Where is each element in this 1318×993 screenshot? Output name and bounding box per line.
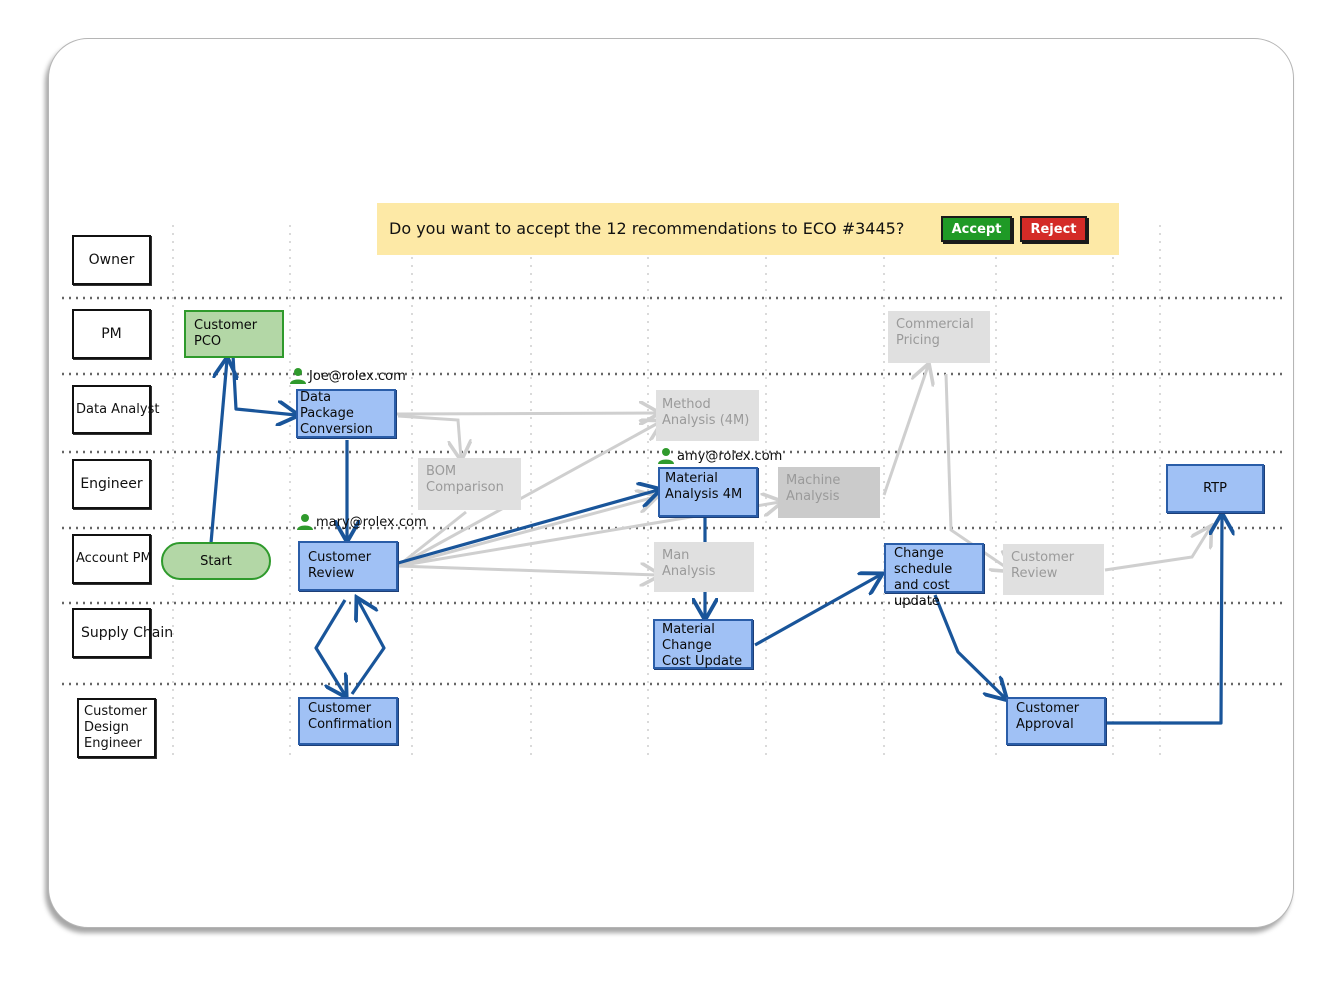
lane-dividers (62, 296, 1282, 686)
assignee-mary: mary@rolex.com (296, 513, 427, 531)
vertical-grid (172, 225, 1161, 755)
node-method-analysis[interactable]: Method Analysis (4M) (656, 390, 759, 441)
lane-supply-chain: Supply Chain (72, 608, 173, 658)
lane-owner: Owner (72, 235, 151, 285)
recommendation-banner: Do you want to accept the 12 recommendat… (377, 203, 1119, 255)
user-icon (658, 448, 674, 464)
user-icon (290, 368, 306, 384)
node-customer-review-2[interactable]: Customer Review (1003, 544, 1104, 595)
node-customer-confirmation[interactable]: Customer Confirmation (298, 697, 398, 745)
node-customer-review[interactable]: Customer Review (298, 541, 398, 591)
assignee-email: Joe@rolex.com (309, 368, 406, 384)
assignee-email: mary@rolex.com (316, 514, 427, 530)
node-commercial-pricing[interactable]: Commercial Pricing (888, 311, 990, 363)
node-start[interactable]: Start (161, 542, 271, 580)
banner-message: Do you want to accept the 12 recommendat… (389, 219, 905, 238)
user-icon (297, 514, 313, 530)
node-rtp[interactable]: RTP (1166, 464, 1264, 513)
assignee-amy: amy@rolex.com (657, 447, 782, 465)
node-customer-pco[interactable]: Customer PCO (184, 310, 284, 358)
node-data-package-conversion[interactable]: Data Package Conversion (296, 389, 396, 438)
node-machine-analysis[interactable]: Machine Analysis (778, 467, 880, 518)
lane-account-pm: Account PM (72, 534, 152, 584)
lane-pm: PM (72, 309, 151, 359)
lane-engineer: Engineer (72, 459, 151, 509)
faded-connectors (395, 366, 1210, 575)
node-customer-approval[interactable]: Customer Approval (1006, 697, 1106, 745)
node-man-analysis[interactable]: Man Analysis (654, 542, 754, 592)
lane-customer-design-engineer: Customer Design Engineer (77, 698, 156, 758)
lane-data-analyst: Data Analyst (72, 385, 159, 434)
node-material-change-cost-update[interactable]: Material Change Cost Update (653, 619, 753, 669)
node-change-schedule[interactable]: Change schedule and cost update (884, 543, 984, 609)
accept-button[interactable]: Accept (941, 216, 1012, 242)
active-connectors (209, 355, 1222, 725)
reject-button[interactable]: Reject (1020, 216, 1087, 242)
node-bom-comparison[interactable]: BOM Comparison (418, 458, 521, 510)
assignee-joe: Joe@rolex.com (289, 367, 406, 385)
node-material-analysis[interactable]: Material Analysis 4M (658, 467, 758, 517)
assignee-email: amy@rolex.com (677, 448, 783, 464)
